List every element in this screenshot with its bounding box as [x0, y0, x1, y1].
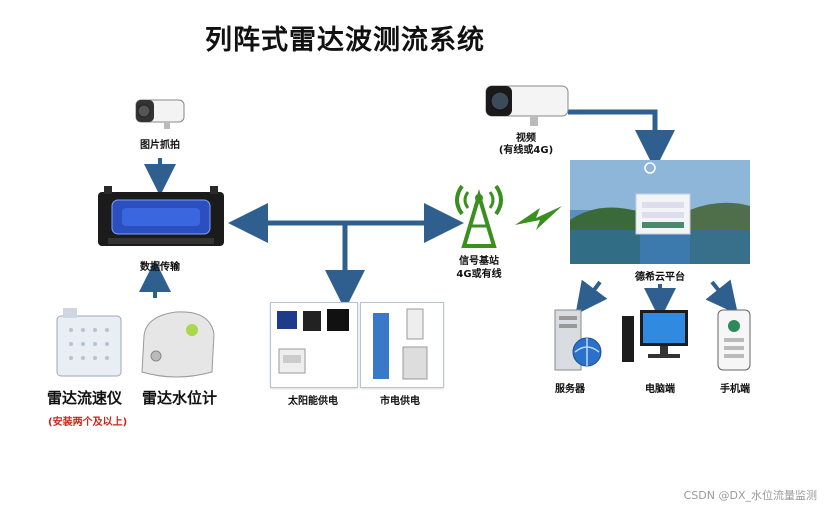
radar-level-label: 雷达水位计	[142, 389, 218, 407]
video-camera-icon	[485, 85, 569, 126]
video-label-line2: (有线或4G)	[498, 145, 554, 156]
wireless-bolt-icon	[515, 206, 562, 230]
tower-label-line1: 信号基站	[459, 256, 499, 267]
arrow-camera-to-platform	[568, 109, 675, 170]
cloud-platform-screen	[570, 160, 750, 264]
server-icon	[554, 309, 602, 371]
pc-label: 电脑端	[645, 384, 675, 395]
radar-velocity-label: 雷达流速仪	[47, 389, 123, 407]
mobile-phone-icon	[717, 309, 751, 371]
bullet-camera-icon	[135, 99, 185, 129]
desktop-pc-icon	[622, 310, 688, 362]
solar-power-label: 太阳能供电	[288, 396, 338, 407]
arrow-to-server	[575, 279, 608, 315]
video-label-line1: 视频	[516, 133, 536, 144]
radar-level-meter-icon	[141, 311, 215, 378]
data-transmission-label: 数据传输	[140, 262, 180, 273]
tower-label-line2: 4G或有线	[456, 269, 502, 280]
page-title: 列阵式雷达波测流系统	[205, 25, 485, 56]
cloud-platform-label: 德希云平台	[635, 272, 685, 283]
mains-power-label: 市电供电	[380, 396, 420, 407]
watermark: CSDN @DX_水位流量监测	[683, 489, 817, 502]
signal-tower-icon	[455, 184, 503, 248]
install-note: (安装两个及以上)	[48, 417, 128, 428]
mains-equipment-icon	[373, 308, 428, 380]
mains-power-panel	[360, 302, 444, 388]
solar-power-panel	[270, 302, 358, 388]
solar-equipment-icon	[277, 309, 349, 374]
mobile-label: 手机端	[720, 384, 750, 395]
radar-velocity-meter-icon	[56, 308, 122, 377]
arrow-to-mobile	[705, 279, 738, 315]
server-label: 服务器	[555, 384, 585, 395]
data-transmission-unit	[98, 186, 224, 246]
camera-snapshot-label: 图片抓拍	[140, 140, 180, 151]
